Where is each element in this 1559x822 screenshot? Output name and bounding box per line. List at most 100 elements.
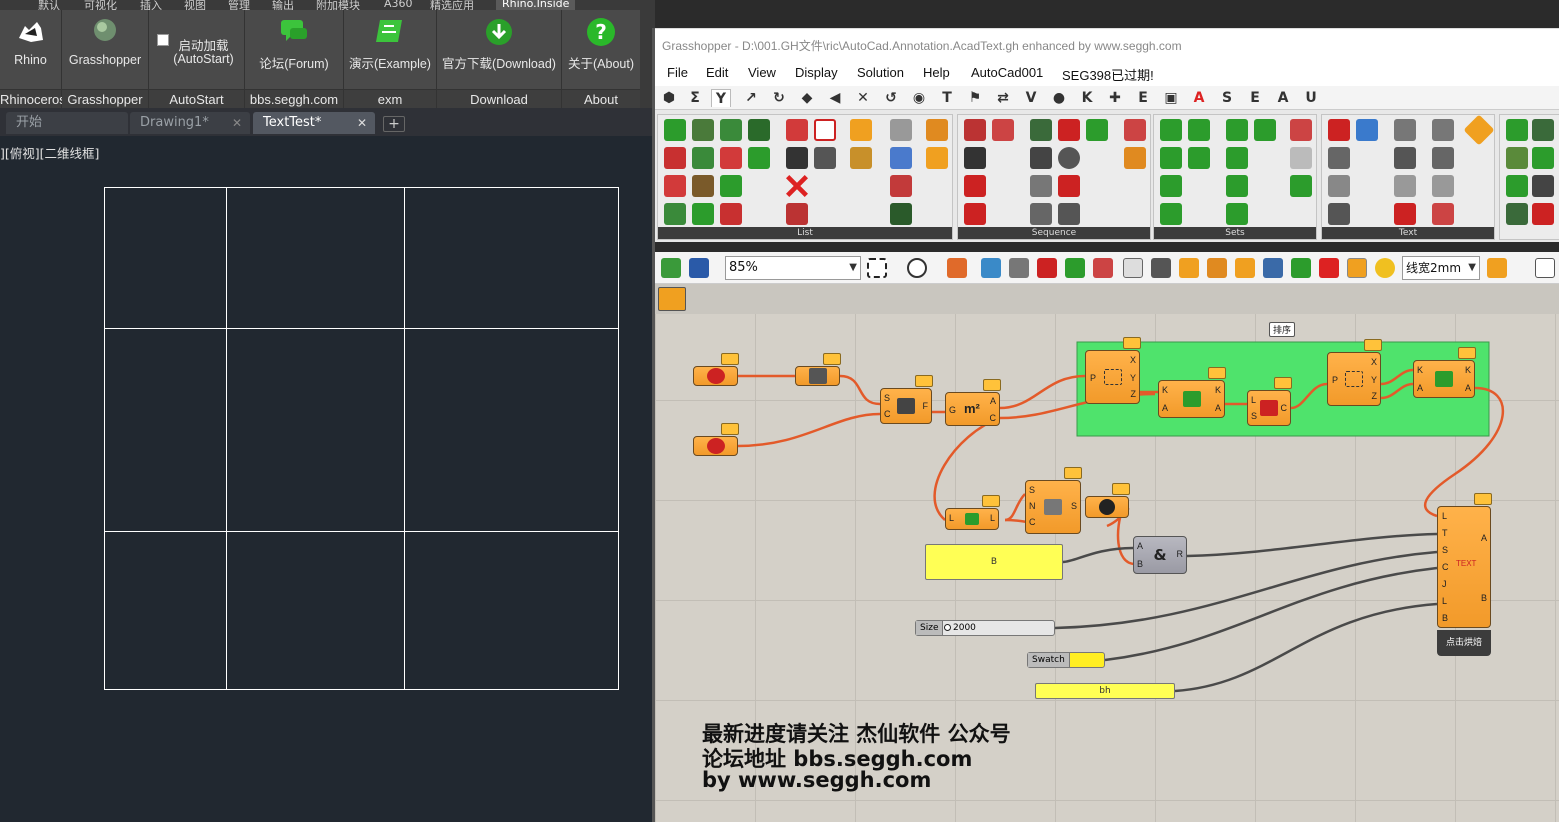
component-icon[interactable] bbox=[1506, 203, 1528, 225]
component-icon[interactable] bbox=[1506, 147, 1528, 169]
component-icon[interactable] bbox=[890, 175, 912, 197]
component-icon[interactable] bbox=[964, 203, 986, 225]
forum-button[interactable]: 论坛(Forum) bbox=[259, 57, 329, 71]
component-icon[interactable] bbox=[748, 119, 770, 141]
sketch-icon[interactable] bbox=[947, 258, 967, 278]
component-icon[interactable] bbox=[890, 203, 912, 225]
ribbon-tab[interactable]: 输出 bbox=[272, 0, 294, 12]
component-icon[interactable] bbox=[1432, 203, 1454, 225]
ribbon-tab[interactable]: 精选应用 bbox=[430, 0, 474, 12]
component-icon[interactable] bbox=[1226, 119, 1248, 141]
menu-help[interactable]: Help bbox=[923, 65, 950, 80]
component-icon[interactable] bbox=[1328, 203, 1350, 225]
tool-icon[interactable] bbox=[1347, 258, 1367, 278]
component-icon[interactable] bbox=[786, 119, 808, 141]
component-icon[interactable] bbox=[890, 119, 912, 141]
component-icon[interactable] bbox=[1160, 175, 1182, 197]
category-tab[interactable]: ● bbox=[1052, 90, 1066, 106]
tool-icon[interactable] bbox=[1123, 258, 1143, 278]
close-icon[interactable]: ✕ bbox=[231, 116, 242, 130]
param-component[interactable] bbox=[693, 423, 739, 456]
component-icon[interactable] bbox=[926, 119, 948, 141]
window-splitter[interactable] bbox=[652, 28, 655, 822]
drawing-viewport[interactable]: ][俯视][二维线框] bbox=[0, 136, 655, 822]
download-button[interactable]: 官方下载(Download) bbox=[442, 57, 556, 71]
component-icon[interactable] bbox=[720, 119, 742, 141]
component-icon[interactable] bbox=[926, 147, 948, 169]
ribbon-tab[interactable]: 默认 bbox=[38, 0, 60, 12]
component-icon[interactable] bbox=[1394, 147, 1416, 169]
component-icon[interactable] bbox=[1188, 119, 1210, 141]
menu-view[interactable]: View bbox=[748, 65, 776, 80]
component-icon[interactable] bbox=[664, 175, 686, 197]
ribbon-tab[interactable]: A360 bbox=[384, 0, 413, 10]
category-tab-active[interactable]: Y bbox=[711, 89, 731, 107]
tab-texttest[interactable]: TextTest* ✕ bbox=[253, 112, 375, 134]
category-tab[interactable]: ⬢ bbox=[662, 90, 676, 106]
component-icon[interactable] bbox=[1290, 119, 1312, 141]
component-icon[interactable] bbox=[1030, 175, 1052, 197]
bake-button[interactable]: 点击烘焙 bbox=[1437, 630, 1491, 656]
component-icon[interactable] bbox=[1432, 175, 1454, 197]
category-tab[interactable]: A bbox=[1193, 90, 1205, 106]
example-button[interactable]: 演示(Example) bbox=[349, 57, 431, 71]
line-width-dropdown[interactable]: 线宽2mm ▼ bbox=[1402, 256, 1480, 280]
component-icon[interactable] bbox=[1058, 175, 1080, 197]
category-tab[interactable]: ↺ bbox=[885, 90, 897, 106]
category-tab[interactable]: ◉ bbox=[912, 90, 926, 106]
tool-icon[interactable] bbox=[1093, 258, 1113, 278]
close-icon[interactable]: ✕ bbox=[356, 116, 367, 130]
category-tab[interactable]: ✕ bbox=[857, 90, 869, 106]
save-icon[interactable] bbox=[689, 258, 709, 278]
component-icon[interactable] bbox=[1030, 203, 1052, 225]
component-icon[interactable] bbox=[1532, 147, 1554, 169]
param-component[interactable] bbox=[693, 353, 739, 386]
component-icon[interactable] bbox=[1160, 147, 1182, 169]
component-icon[interactable] bbox=[1058, 203, 1080, 225]
component-icon[interactable] bbox=[720, 175, 742, 197]
component-icon[interactable] bbox=[1394, 119, 1416, 141]
category-tab[interactable]: S bbox=[1221, 90, 1233, 106]
viewport-label[interactable]: ][俯视][二维线框] bbox=[0, 146, 100, 161]
tool-icon[interactable] bbox=[1235, 258, 1255, 278]
component-icon[interactable] bbox=[1160, 203, 1182, 225]
component-icon[interactable] bbox=[748, 147, 770, 169]
component-icon[interactable] bbox=[1290, 175, 1312, 197]
component-icon[interactable] bbox=[1328, 119, 1350, 141]
tool-icon[interactable] bbox=[1319, 258, 1339, 278]
slider-knob[interactable] bbox=[944, 624, 951, 631]
menu-edit[interactable]: Edit bbox=[706, 65, 729, 80]
component-icon[interactable] bbox=[890, 147, 912, 169]
ribbon-tab[interactable]: 插入 bbox=[140, 0, 162, 12]
component-icon[interactable] bbox=[692, 175, 714, 197]
component-icon[interactable] bbox=[992, 119, 1014, 141]
component-icon[interactable] bbox=[1432, 119, 1454, 141]
component-icon[interactable] bbox=[1532, 203, 1554, 225]
group-label[interactable]: 排序 bbox=[1269, 322, 1296, 337]
size-slider[interactable]: Size 2000 bbox=[915, 620, 1055, 636]
category-tab[interactable]: ⚑ bbox=[968, 90, 982, 106]
text-panel-b[interactable]: B bbox=[925, 544, 1063, 580]
open-file-icon[interactable] bbox=[661, 258, 681, 278]
add-tab-button[interactable]: + bbox=[383, 116, 405, 132]
zoom-dropdown[interactable]: 85% ▼ bbox=[725, 256, 861, 280]
category-tab[interactable]: Σ bbox=[690, 90, 700, 106]
tool-icon[interactable] bbox=[1263, 258, 1283, 278]
ribbon-tab-active[interactable]: Rhino.Inside bbox=[496, 0, 576, 10]
tool-icon[interactable] bbox=[1065, 258, 1085, 278]
component-icon[interactable] bbox=[664, 119, 686, 141]
tool-icon[interactable] bbox=[1207, 258, 1227, 278]
category-tab[interactable]: U bbox=[1305, 90, 1317, 106]
category-tab[interactable]: E bbox=[1138, 90, 1148, 106]
component-icon[interactable] bbox=[664, 203, 686, 225]
category-tab[interactable]: V bbox=[1025, 90, 1037, 106]
menu-file[interactable]: File bbox=[667, 65, 688, 80]
component-icon[interactable] bbox=[1506, 175, 1528, 197]
